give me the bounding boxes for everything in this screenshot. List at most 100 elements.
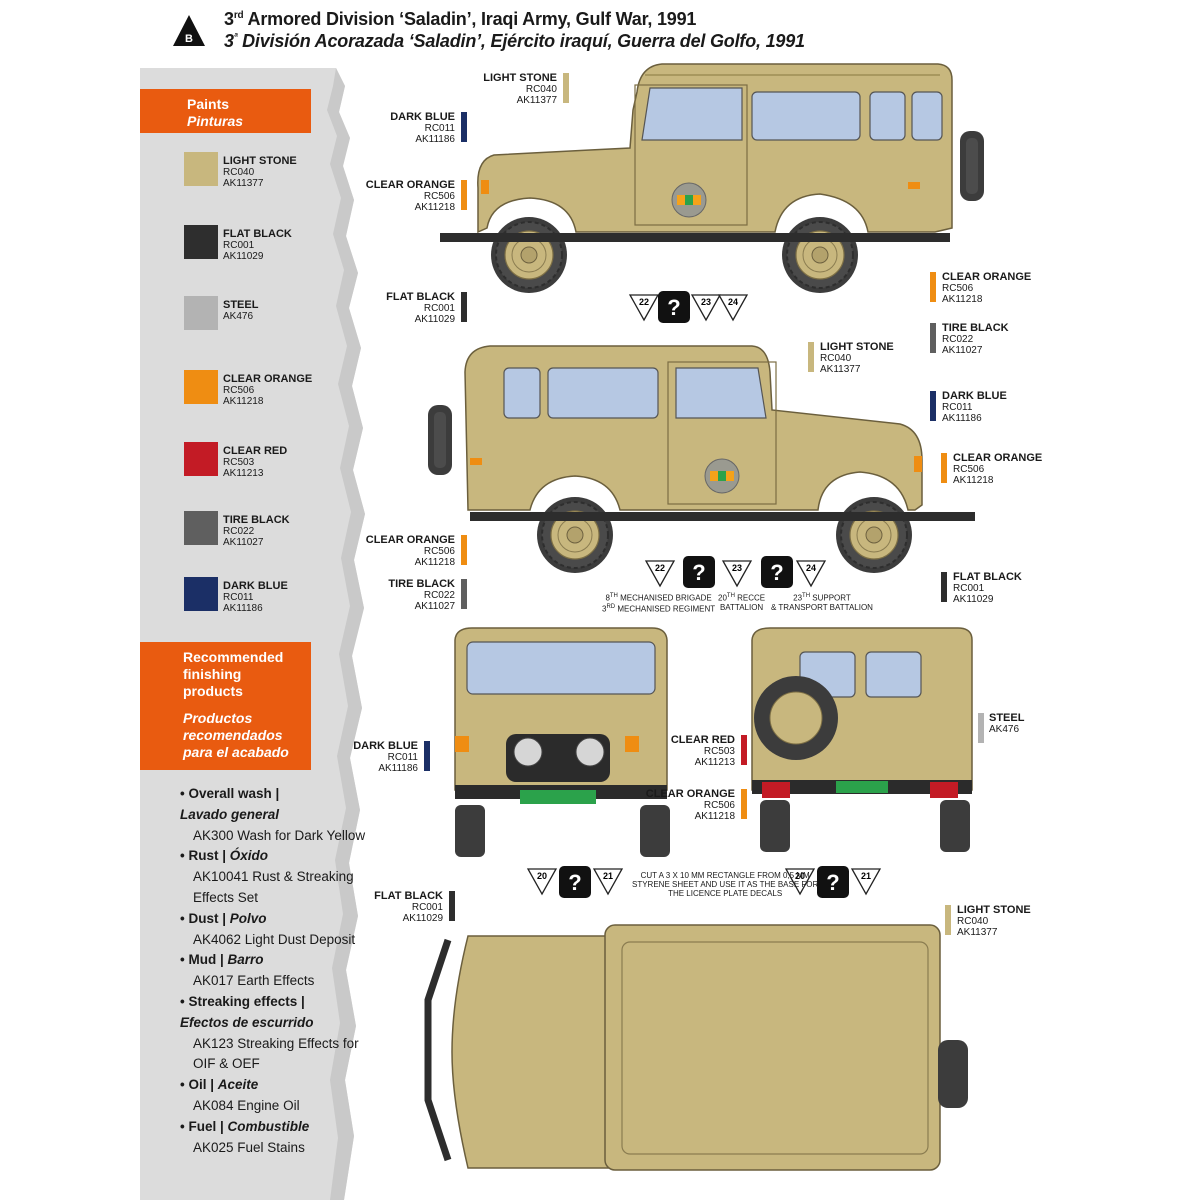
finishing-item: AK4062 Light Dust Deposit — [193, 931, 356, 947]
paint-swatch — [184, 442, 218, 476]
callout-code: RC022 — [423, 590, 455, 601]
decal-number: 23 — [701, 297, 711, 307]
finishing-item: • Fuel | Combustible — [180, 1118, 310, 1134]
callout-code: AK11029 — [414, 314, 455, 325]
callout-code: AK11027 — [942, 345, 983, 356]
decal-number: 22 — [639, 297, 649, 307]
decal-question-mark: ? — [667, 295, 680, 320]
decal-question-mark: ? — [568, 870, 581, 895]
sidebar-background — [140, 68, 365, 1200]
decal-triangle: 20 — [784, 868, 816, 896]
decal-triangle: 24 — [717, 294, 749, 322]
finishing-item: • Rust | Óxido — [180, 848, 269, 864]
paint-swatch — [184, 296, 218, 330]
decal-number: 21 — [603, 871, 613, 881]
paint-swatch — [184, 511, 218, 545]
section-badge-letter: B — [185, 33, 193, 45]
paint-swatch — [184, 577, 218, 611]
section-badge-icon: B — [173, 15, 205, 46]
paint-swatch — [184, 152, 218, 186]
decal-triangle: 22 — [628, 294, 660, 322]
finishing-item: • Dust | Polvo — [180, 910, 267, 926]
finishing-item: AK300 Wash for Dark Yellow — [193, 827, 366, 843]
callout-color-bar — [461, 579, 467, 609]
finishing-title-es-line: para el acabado — [183, 744, 289, 760]
callout-color-bar — [449, 891, 455, 921]
paint-name: LIGHT STONE — [223, 155, 297, 167]
callout-code: RC022 — [942, 334, 974, 345]
decal-number: 21 — [861, 871, 871, 881]
finishing-title-es-line: Productos — [183, 710, 253, 726]
paint-code: RC506 — [223, 385, 255, 396]
finishing-title-es-line: recomendados — [183, 727, 283, 743]
callout-code: RC040 — [525, 84, 557, 95]
callout-code: RC011 — [942, 402, 973, 413]
paint-code: AK476 — [223, 311, 254, 322]
finishing-header: Recommended finishing products Productos… — [140, 642, 311, 770]
callout-code: AK11029 — [953, 594, 994, 605]
callout-code: RC506 — [423, 191, 455, 202]
decal-number: 20 — [795, 871, 805, 881]
finishing-item: AK10041 Rust & Streaking — [193, 869, 354, 885]
paint-code: AK11027 — [223, 537, 264, 548]
decal-number: 23 — [732, 563, 742, 573]
paint-code: RC001 — [223, 240, 255, 251]
decal-triangle: 21 — [850, 868, 882, 896]
finishing-item: Lavado general — [180, 806, 280, 822]
callout-code: RC506 — [703, 800, 735, 811]
callout-code: RC001 — [423, 303, 455, 314]
paint-code: AK11218 — [223, 396, 264, 407]
callout-name: CLEAR ORANGE — [365, 534, 455, 546]
finishing-item: • Mud | Barro — [180, 952, 264, 968]
paint-swatch — [184, 225, 218, 259]
callout-name: LIGHT STONE — [820, 341, 894, 353]
decal-triangle: 24 — [795, 560, 827, 588]
callout-code: AK11377 — [957, 927, 998, 938]
paint-code: RC040 — [223, 167, 255, 178]
finishing-title-line: finishing — [183, 666, 242, 682]
callout-name: CLEAR ORANGE — [645, 788, 735, 800]
callout-code: AK11213 — [694, 757, 735, 768]
paint-code: AK11377 — [223, 178, 264, 189]
finishing-title-line: products — [183, 683, 243, 699]
paint-code: AK11186 — [223, 603, 263, 614]
finishing-item: AK084 Engine Oil — [193, 1098, 300, 1113]
callout-code: RC506 — [942, 283, 974, 294]
callout-name: TIRE BLACK — [388, 578, 455, 590]
callout-code: AK11218 — [942, 294, 983, 305]
vehicle-front-view — [454, 627, 670, 857]
callout-name: DARK BLUE — [353, 740, 418, 752]
finishing-item: AK017 Earth Effects — [193, 973, 315, 989]
decal-unknown-marker: ? — [658, 291, 690, 323]
callout-code: AK11029 — [402, 913, 443, 924]
callout-name: CLEAR ORANGE — [953, 452, 1043, 464]
callout-color-bar — [424, 741, 430, 771]
decal-number: 22 — [655, 563, 665, 573]
callout-code: AK11218 — [953, 475, 994, 486]
finishing-item: AK123 Streaking Effects for — [193, 1035, 359, 1051]
callout-code: RC040 — [957, 916, 989, 927]
page-subtitle: 3ª División Acorazada ‘Saladin’, Ejércit… — [224, 31, 805, 51]
callout-code: AK11218 — [414, 202, 455, 213]
paint-name: CLEAR RED — [223, 445, 288, 457]
callout-color-bar — [741, 735, 747, 765]
paints-title: Paints — [187, 96, 230, 112]
callout-name: CLEAR ORANGE — [365, 179, 455, 191]
callout-color-bar — [563, 73, 569, 103]
decal-question-mark: ? — [770, 560, 783, 585]
decal-triangle: 21 — [592, 868, 624, 896]
callout-code: AK11218 — [414, 557, 455, 568]
callout-name: CLEAR ORANGE — [942, 271, 1032, 283]
callout-name: TIRE BLACK — [942, 322, 1009, 334]
paint-code: RC503 — [223, 457, 255, 468]
callout-color-bar — [978, 713, 984, 743]
